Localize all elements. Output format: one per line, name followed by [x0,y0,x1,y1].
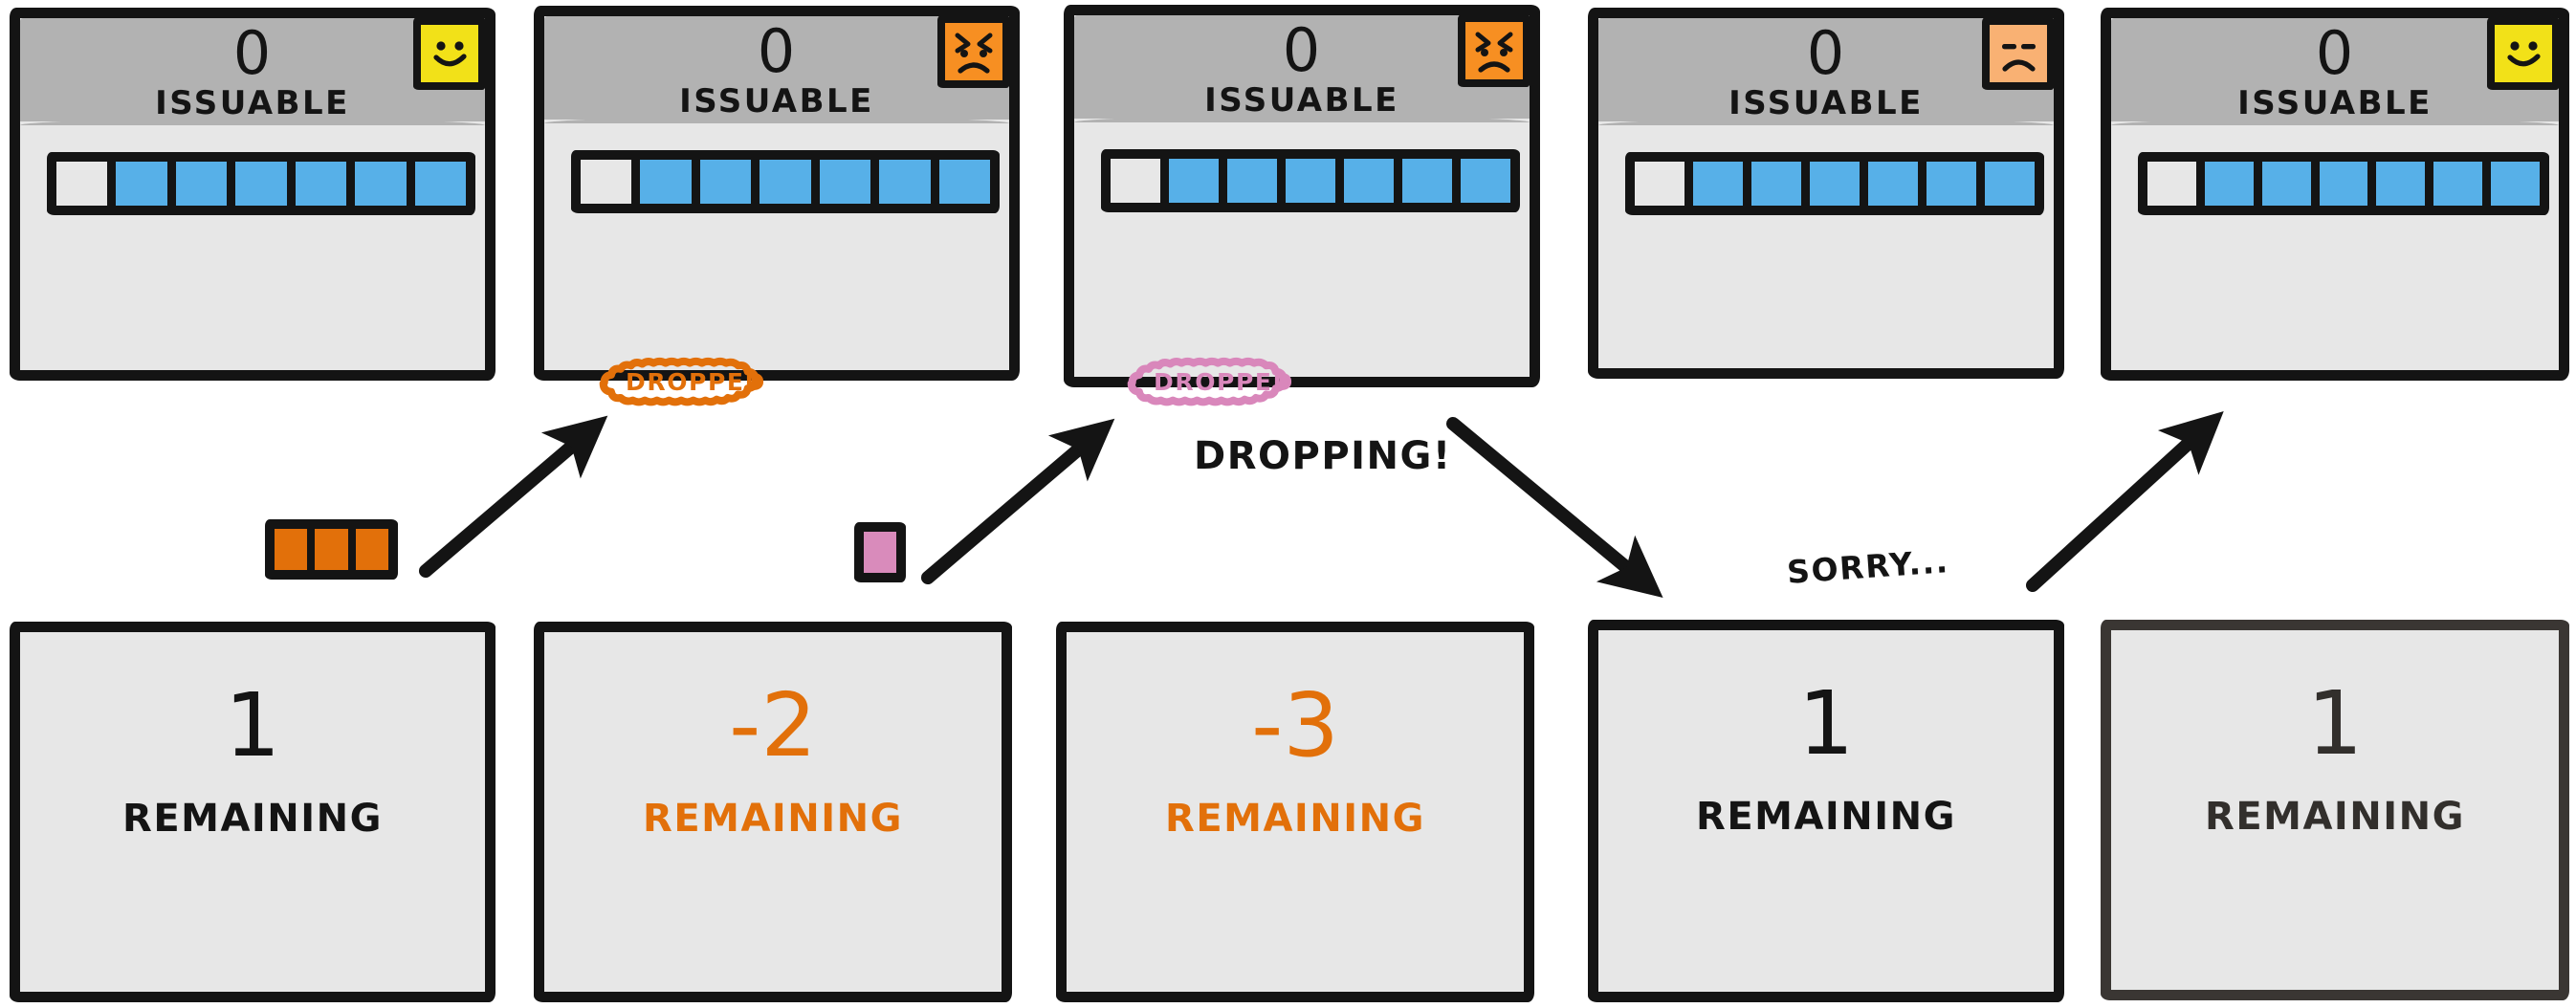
issuable-label: ISSUABLE [155,84,350,122]
tray-slot-filled[interactable] [1344,159,1402,203]
happy-face-icon [2487,17,2560,90]
issuable-card-1[interactable]: 0 ISSUABLE [10,8,495,381]
issuable-label: ISSUABLE [1728,84,1924,122]
tray-slot-filled[interactable] [1402,159,1461,203]
issuable-count: 0 [757,16,797,86]
tray-slot-filled[interactable] [1985,162,2035,206]
note-sorry: SORRY... [1785,542,1950,591]
issuable-card-3[interactable]: 0 ISSUABLE [1064,5,1540,387]
tray-slot-empty[interactable] [581,160,641,204]
token[interactable] [356,529,388,570]
tray-slot-empty[interactable] [2147,162,2205,206]
happy-face-icon [413,17,486,90]
tray-slot-filled[interactable] [1926,162,1985,206]
tray-slot-filled[interactable] [879,160,939,204]
issuable-count: 0 [232,18,273,88]
tray-slot-filled[interactable] [116,162,176,206]
issuable-count: 0 [2315,18,2355,88]
counter-label: REMAINING [1165,797,1425,841]
issuable-label: ISSUABLE [2237,84,2433,122]
tray-slot-filled[interactable] [175,162,236,206]
issuable-card-2[interactable]: 0 ISSUABLE [534,6,1020,381]
card-header [544,16,1009,123]
dropped-badge-orange: DROPPED [599,357,791,406]
issuable-tray[interactable] [1625,152,2044,215]
issuable-card-4[interactable]: 0 ISSUABLE [1588,8,2064,379]
issuable-tray[interactable] [2138,152,2549,215]
tray-slot-filled[interactable] [414,162,466,206]
tray-slot-filled[interactable] [2261,162,2320,206]
sad-face-icon [1982,17,2055,90]
note-dropping: DROPPING! [1194,434,1452,478]
counter-value: -3 [1251,674,1339,777]
token-group-orange[interactable] [265,519,398,580]
counter-card-1[interactable]: 1 REMAINING [10,622,495,1002]
counter-value: -2 [729,674,817,777]
issuable-label: ISSUABLE [1204,81,1399,120]
issuable-count: 0 [1282,15,1322,85]
issuable-tray[interactable] [47,152,475,215]
tray-slot-filled[interactable] [699,160,760,204]
counter-card-5[interactable]: 1 REMAINING [2101,620,2569,1000]
tray-slot-filled[interactable] [2433,162,2492,206]
token[interactable] [275,529,316,570]
tray-slot-filled[interactable] [1169,159,1227,203]
tray-slot-filled[interactable] [1868,162,1926,206]
tray-slot-filled[interactable] [938,160,990,204]
arrow-sorry-to-card5 [2026,411,2224,592]
issuable-count: 0 [1806,18,1846,88]
counter-card-4[interactable]: 1 REMAINING [1588,620,2064,1002]
tray-slot-filled[interactable] [1461,159,1510,203]
tray-slot-filled[interactable] [760,160,820,204]
counter-label: REMAINING [1696,795,1956,839]
tray-slot-filled[interactable] [295,162,356,206]
issuable-card-5[interactable]: 0 ISSUABLE [2101,8,2569,381]
tray-slot-filled[interactable] [1693,162,1751,206]
arrow-dropping-to-counter4 [1446,417,1663,599]
token[interactable] [315,529,356,570]
badge-text: DROPPED [1154,368,1294,396]
counter-card-2[interactable]: -2 REMAINING [534,622,1012,1002]
tray-slot-empty[interactable] [1635,162,1693,206]
tray-slot-filled[interactable] [1227,159,1286,203]
tray-slot-filled[interactable] [2204,162,2262,206]
counter-label: REMAINING [2205,795,2465,839]
tray-slot-empty[interactable] [56,162,117,206]
dropped-badge-pink: DROPPED [1127,357,1319,406]
tray-slot-filled[interactable] [2491,162,2541,206]
card-header [20,18,485,125]
tray-slot-empty[interactable] [1111,159,1169,203]
issuable-tray[interactable] [1101,149,1520,212]
counter-value: 1 [1797,672,1855,775]
tray-slot-filled[interactable] [1751,162,1810,206]
tray-slot-filled[interactable] [235,162,296,206]
tray-slot-filled[interactable] [355,162,415,206]
token-group-pink[interactable] [854,522,906,582]
card-header [2111,18,2559,125]
counter-label: REMAINING [122,797,383,841]
badge-text: DROPPED [626,368,766,396]
counter-card-3[interactable]: -3 REMAINING [1056,622,1534,1002]
tray-slot-filled[interactable] [640,160,700,204]
card-header [1598,18,2054,125]
angry-face-icon [1458,14,1530,87]
tray-slot-filled[interactable] [1286,159,1344,203]
tray-slot-filled[interactable] [2319,162,2377,206]
tray-slot-filled[interactable] [1810,162,1868,206]
arrow-orange-to-card2 [419,415,608,578]
counter-value: 1 [224,674,281,777]
issuable-tray[interactable] [571,150,1000,213]
tray-slot-filled[interactable] [819,160,880,204]
card-header [1074,15,1530,122]
token[interactable] [864,532,896,573]
angry-face-icon [937,15,1010,88]
issuable-label: ISSUABLE [679,82,874,121]
counter-label: REMAINING [643,797,903,841]
tray-slot-filled[interactable] [2376,162,2434,206]
counter-value: 1 [2306,672,2364,775]
arrow-pink-to-card3 [921,418,1115,584]
